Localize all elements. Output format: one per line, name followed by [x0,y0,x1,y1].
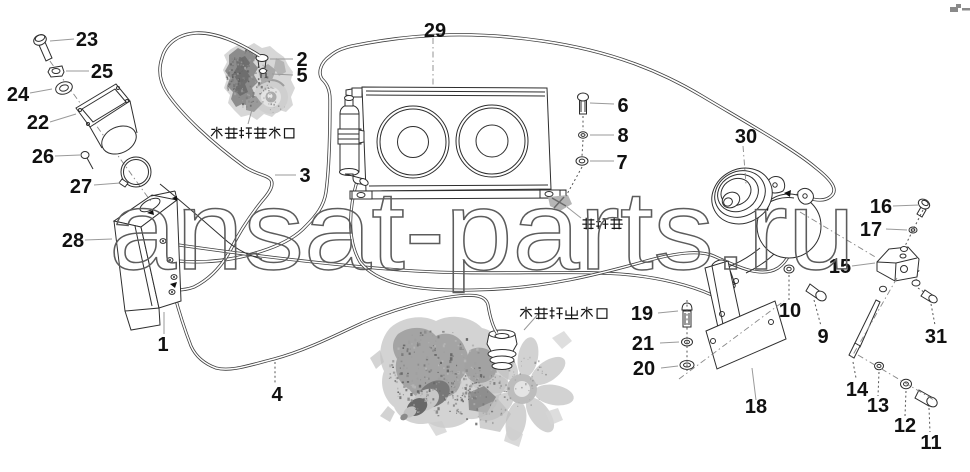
svg-text:12: 12 [894,415,916,437]
svg-text:27: 27 [70,176,92,198]
svg-text:4: 4 [271,384,283,406]
svg-text:26: 26 [32,146,54,168]
svg-text:24: 24 [7,84,30,106]
svg-text:8: 8 [617,125,628,147]
svg-text:15: 15 [829,256,851,278]
svg-text:31: 31 [925,326,947,348]
svg-text:5: 5 [296,65,307,87]
svg-text:1: 1 [157,334,168,356]
svg-text:16: 16 [870,196,892,218]
svg-text:7: 7 [616,152,627,174]
svg-text:17: 17 [860,219,882,241]
svg-text:21: 21 [632,333,654,355]
svg-text:10: 10 [779,300,801,322]
svg-text:19: 19 [631,303,653,325]
svg-text:14: 14 [846,379,869,401]
svg-text:22: 22 [27,112,49,134]
svg-text:ansat-parts.ru: ansat-parts.ru [109,168,855,293]
svg-text:9: 9 [817,326,828,348]
svg-text:18: 18 [745,396,767,418]
svg-text:23: 23 [76,29,98,51]
svg-text:20: 20 [633,358,655,380]
svg-text:13: 13 [867,395,889,417]
svg-text:2: 2 [296,49,307,71]
svg-text:30: 30 [735,126,757,148]
svg-text:6: 6 [617,95,628,117]
svg-text:29: 29 [424,20,446,42]
svg-text:25: 25 [91,61,113,83]
svg-text:11: 11 [920,432,941,454]
svg-text:3: 3 [299,165,310,187]
svg-text:28: 28 [62,230,84,252]
